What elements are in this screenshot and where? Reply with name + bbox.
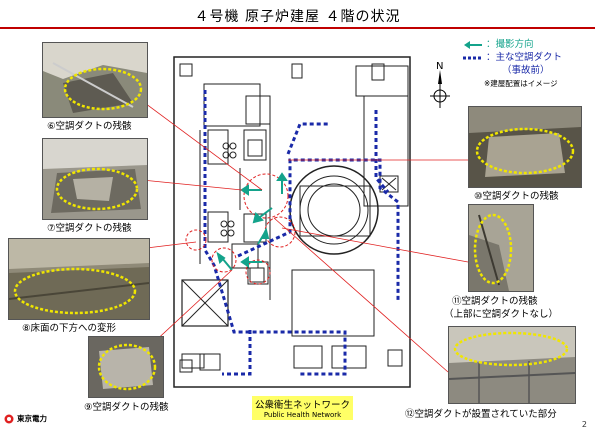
compass-icon: N [428, 60, 458, 114]
photo-7 [42, 138, 148, 220]
legend-duct-label: ：主な空調ダクト [486, 52, 563, 63]
north-label: N [436, 61, 443, 72]
network-en: Public Health Network [263, 411, 342, 419]
logo-text: 東京電力 [17, 414, 47, 423]
photo-12 [448, 326, 576, 404]
legend: ：撮影方向 ：主な空調ダクト （事故前） ※建屋配置はイメージ [462, 38, 562, 90]
tepco-logo-icon [4, 414, 14, 423]
title-rule [0, 27, 595, 29]
legend-arrow-label: ：撮影方向 [486, 39, 534, 50]
highlight-circles [185, 173, 296, 285]
caption-10: ⑩空調ダクトの残骸 [474, 191, 559, 202]
company-logo: 東京電力 [4, 413, 47, 424]
legend-arrow-row: ：撮影方向 [462, 38, 562, 51]
building-outline [173, 56, 411, 388]
network-jp: 公衆衛生ネットワーク [255, 400, 351, 411]
photo-8 [8, 238, 150, 320]
photo-9 [88, 336, 164, 398]
legend-duct-row: ：主な空調ダクト [462, 51, 562, 64]
legend-duct-sub: （事故前） [502, 65, 550, 76]
caption-11-sub: （上部に空調ダクトなし） [444, 309, 559, 320]
photo-10 [468, 106, 582, 188]
camera-arrows [216, 172, 288, 271]
caption-7: ⑦空調ダクトの残骸 [47, 223, 132, 234]
caption-9: ⑨空調ダクトの残骸 [84, 402, 169, 413]
photo-11 [468, 204, 534, 292]
caption-11: ⑪空調ダクトの残骸 [452, 296, 538, 307]
caption-12: ⑫空調ダクトが設置されていた部分 [405, 409, 557, 420]
page-number: 2 [581, 420, 587, 429]
blue-dash-icon [463, 56, 482, 59]
network-stamp: 公衆衛生ネットワーク Public Health Network [252, 396, 354, 420]
green-arrow-icon [464, 40, 482, 49]
caption-8: ⑧床面の下方への変形 [22, 323, 117, 334]
page-title: ４号機 原子炉建屋 ４階の状況 [194, 9, 401, 25]
legend-note: ※建屋配置はイメージ [484, 79, 558, 88]
photo-6 [42, 42, 148, 118]
caption-6: ⑥空調ダクトの残骸 [47, 121, 132, 132]
